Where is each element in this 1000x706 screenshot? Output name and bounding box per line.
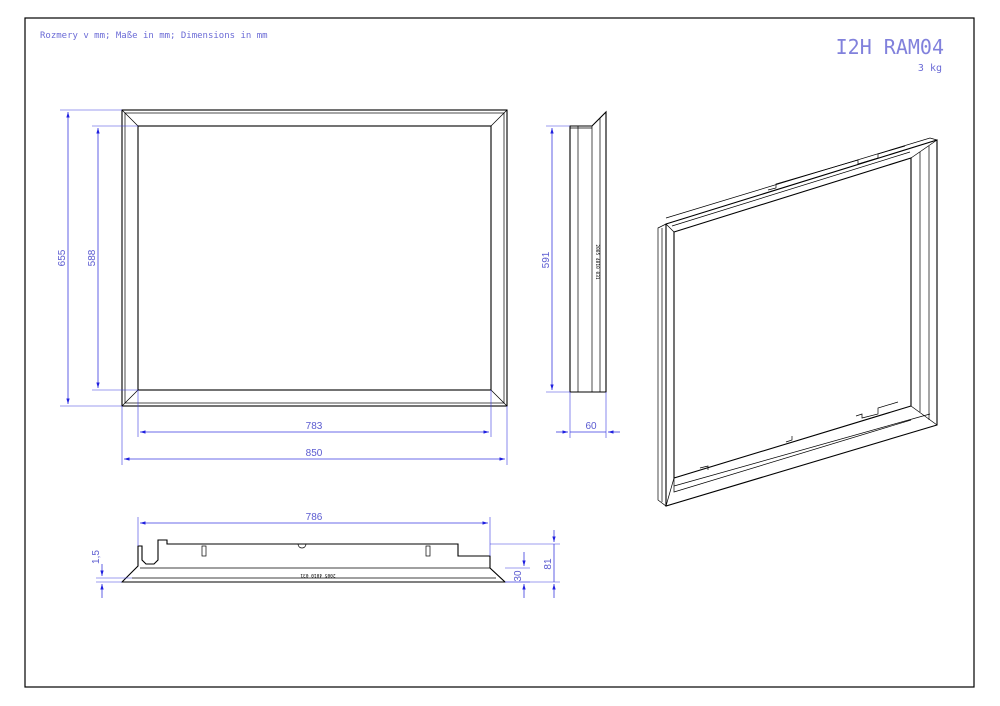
dimension-side-depth: 60 xyxy=(556,392,620,438)
product-code: I2H RAM04 xyxy=(836,35,944,59)
units-note: Rozmery v mm; Maße in mm; Dimensions in … xyxy=(40,31,268,41)
dimension-top-length: 786 xyxy=(137,512,491,556)
dimension-top-flange: 30 xyxy=(505,552,530,598)
side-view: 2005 4010 031 xyxy=(569,110,607,393)
svg-text:30: 30 xyxy=(513,570,524,582)
dimension-front-outer-width: 850 xyxy=(121,406,508,465)
front-view xyxy=(121,109,508,407)
svg-text:655: 655 xyxy=(57,249,68,266)
dimension-front-outer-height: 655 xyxy=(57,109,122,407)
dimension-top-lip: 1,5 xyxy=(91,550,132,598)
svg-text:60: 60 xyxy=(585,421,597,432)
isometric-view xyxy=(657,137,938,507)
product-weight: 3 kg xyxy=(918,63,942,74)
svg-text:783: 783 xyxy=(306,421,323,432)
svg-text:81: 81 xyxy=(543,558,554,570)
svg-text:850: 850 xyxy=(306,448,323,459)
dimension-side-height: 591 xyxy=(541,125,570,393)
top-view: 2005 4010 031 xyxy=(120,539,507,583)
svg-text:591: 591 xyxy=(541,251,552,268)
sheet-border xyxy=(24,17,975,688)
svg-text:786: 786 xyxy=(306,512,323,523)
dimension-front-inner-width: 783 xyxy=(137,390,492,437)
svg-text:588: 588 xyxy=(87,249,98,266)
bottom-stamp: 2005 4010 031 xyxy=(300,572,336,578)
svg-text:1,5: 1,5 xyxy=(91,550,102,564)
dimension-top-total: 81 xyxy=(490,530,560,598)
dimension-front-inner-height: 588 xyxy=(87,125,138,391)
side-stamp: 2005 4010 031 xyxy=(594,244,600,280)
